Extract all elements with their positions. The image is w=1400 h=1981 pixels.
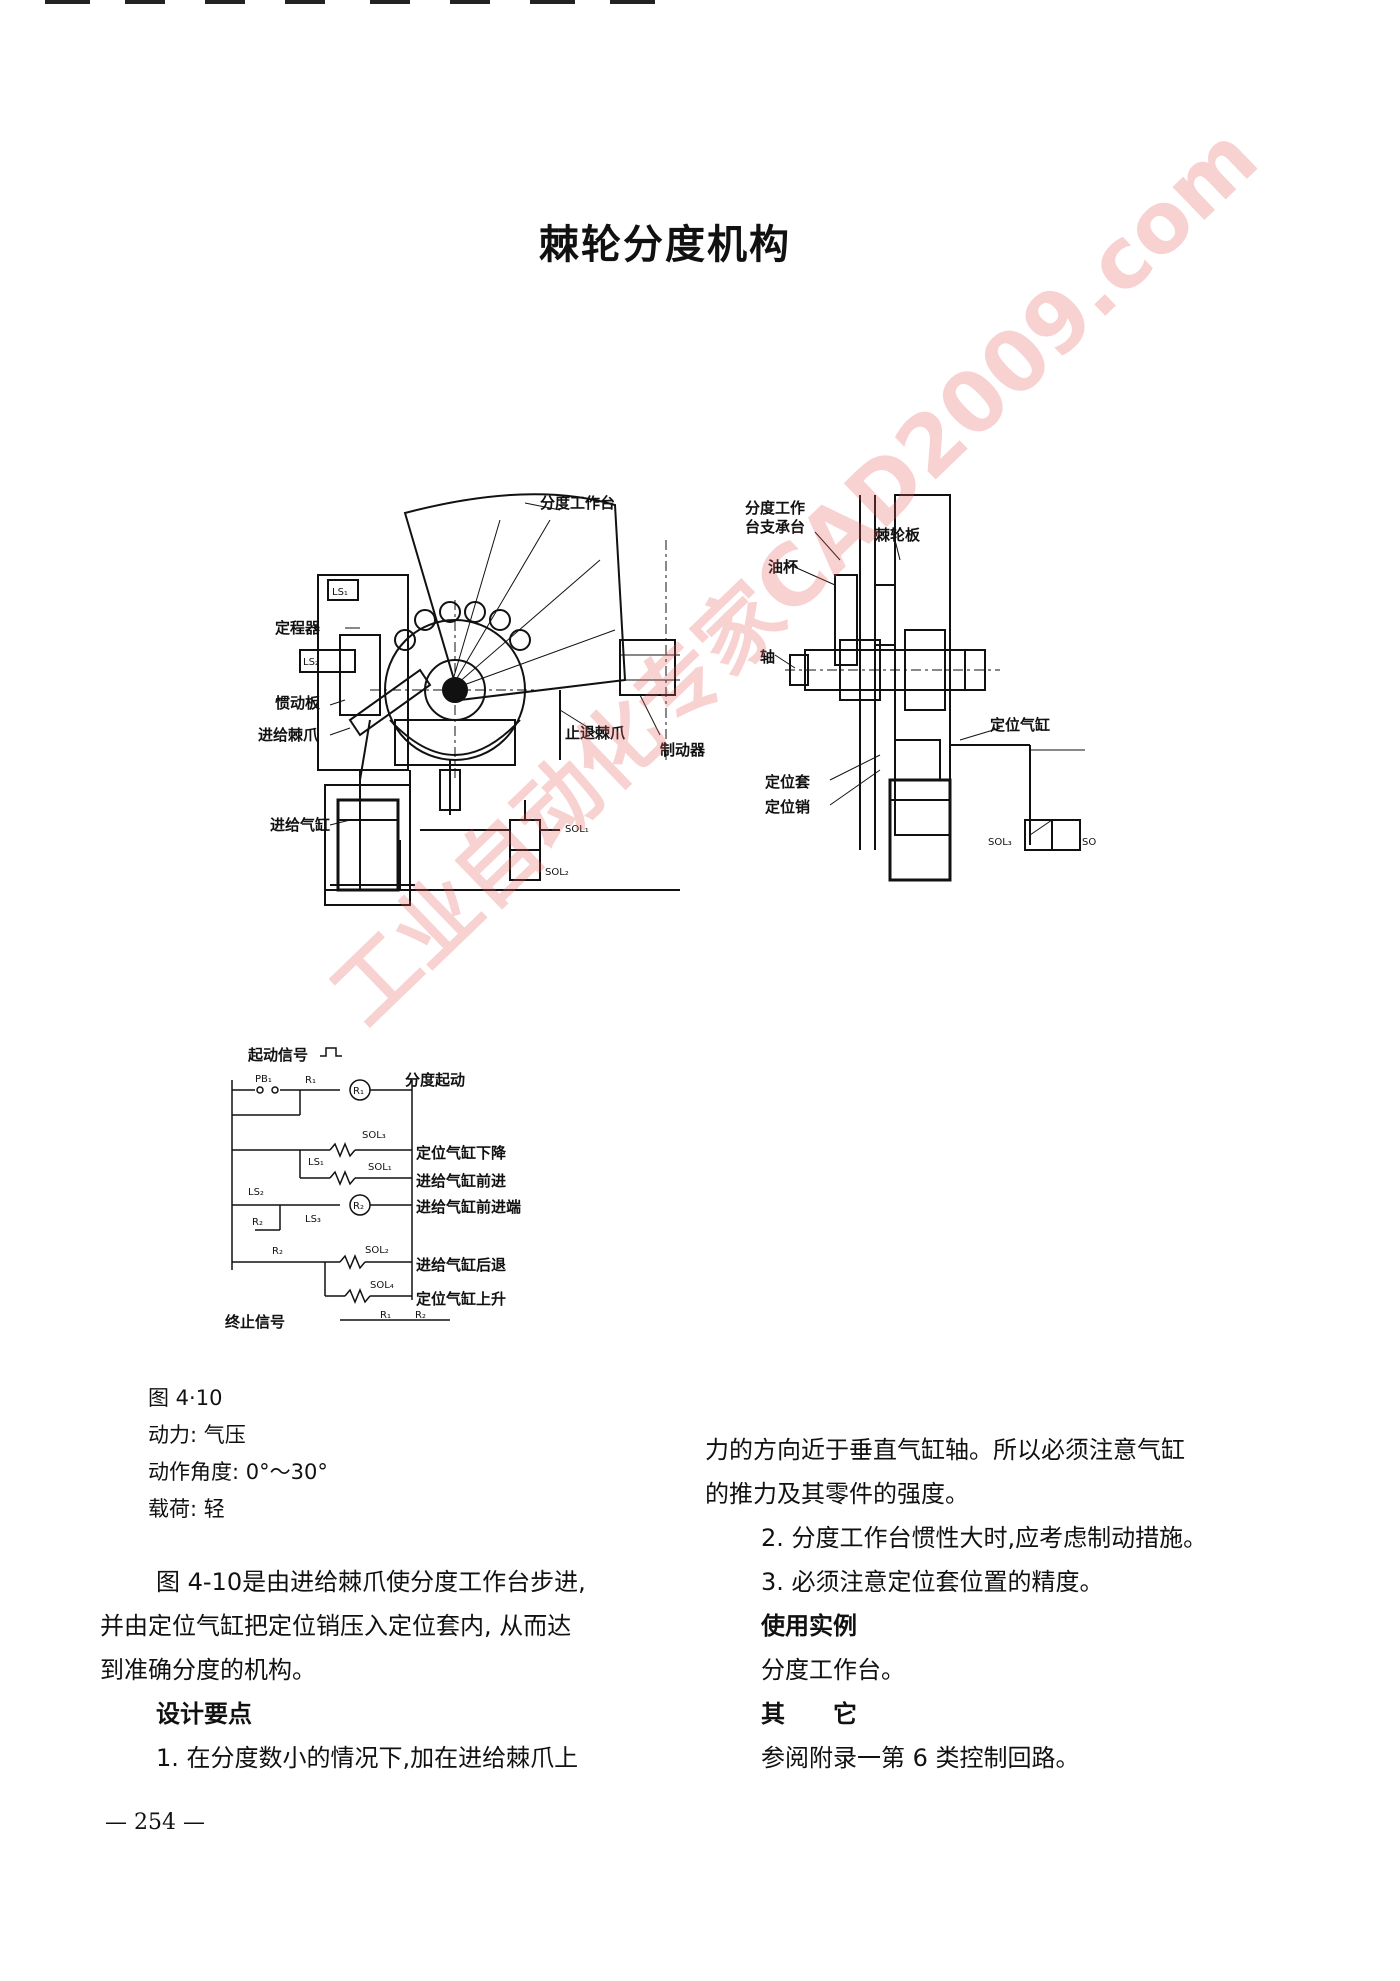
label-sol2: SOL₂ bbox=[545, 867, 569, 878]
figure-caption: 图 4·10 动力: 气压 动作角度: 0°～30° 载荷: 轻 bbox=[148, 1380, 328, 1528]
circuit-feed-retract: 进给气缸后退 bbox=[416, 1256, 506, 1274]
label-inertia-plate: 惯动板 bbox=[275, 694, 321, 712]
circuit-feed-forward: 进给气缸前进 bbox=[416, 1172, 506, 1190]
circuit-ls3: LS₃ bbox=[305, 1214, 321, 1225]
label-ls1: LS₁ bbox=[332, 587, 348, 598]
circuit-r2-coil: R₂ bbox=[353, 1201, 364, 1212]
side-view-drawing bbox=[774, 494, 1085, 882]
paragraph-line: 的推力及其零件的强度。 bbox=[705, 1480, 969, 1508]
label-ratchet-plate: 棘轮板 bbox=[875, 526, 921, 544]
page-title: 棘轮分度机构 bbox=[539, 222, 791, 268]
circuit-index-start: 分度起动 bbox=[405, 1071, 465, 1089]
paragraph-line: 并由定位气缸把定位销压入定位套内, 从而达 bbox=[100, 1612, 572, 1640]
label-locating-sleeve: 定位套 bbox=[765, 773, 811, 791]
label-feed-pawl: 进给棘爪 bbox=[258, 726, 319, 744]
label-support-1: 分度工作 bbox=[745, 499, 805, 517]
label-feed-cylinder: 进给气缸 bbox=[270, 816, 330, 834]
section-heading: 设计要点 bbox=[156, 1700, 252, 1728]
label-shaft: 轴 bbox=[760, 648, 775, 666]
circuit-h2: R₂ bbox=[415, 1310, 426, 1321]
edge-dash bbox=[370, 0, 410, 4]
control-circuit-diagram bbox=[231, 1047, 450, 1321]
label-sol3: SOL₃ bbox=[988, 837, 1012, 848]
edge-dash bbox=[610, 0, 655, 4]
label-positioner: 定程器 bbox=[275, 619, 321, 637]
left-column: 图 4-10是由进给棘爪使分度工作台步进, 并由定位气缸把定位销压入定位套内, … bbox=[100, 1560, 586, 1780]
right-column: 力的方向近于垂直气缸轴。所以必须注意气缸 的推力及其零件的强度。 2. 分度工作… bbox=[705, 1428, 1207, 1780]
circuit-r1-coil: R₁ bbox=[353, 1086, 364, 1097]
circuit-raise-locating-cyl: 定位气缸上升 bbox=[416, 1290, 506, 1308]
caption-power: 动力: 气压 bbox=[148, 1423, 246, 1447]
circuit-sol2: SOL₂ bbox=[365, 1245, 389, 1256]
front-view-drawing bbox=[299, 493, 680, 906]
caption-figure: 图 4·10 bbox=[148, 1386, 223, 1410]
caption-load: 载荷: 轻 bbox=[148, 1497, 225, 1521]
circuit-ls2: LS₂ bbox=[248, 1187, 264, 1198]
paragraph-line: 分度工作台。 bbox=[761, 1656, 905, 1684]
label-brake: 制动器 bbox=[660, 741, 706, 759]
section-heading: 使用实例 bbox=[761, 1612, 857, 1640]
edge-dash bbox=[285, 0, 325, 4]
circuit-sol1: SOL₁ bbox=[368, 1162, 392, 1173]
label-sol4: SO bbox=[1082, 837, 1096, 848]
label-index-table: 分度工作台 bbox=[540, 494, 615, 512]
section-heading: 其 它 bbox=[761, 1700, 857, 1728]
paragraph-line: 图 4-10是由进给棘爪使分度工作台步进, bbox=[156, 1568, 586, 1596]
label-ls2: LS₂ bbox=[303, 657, 319, 668]
paragraph-line: 参阅附录一第 6 类控制回路。 bbox=[761, 1744, 1080, 1772]
circuit-r1: R₁ bbox=[305, 1075, 316, 1086]
circuit-ls1: LS₁ bbox=[308, 1157, 324, 1168]
paragraph-line: 到准确分度的机构。 bbox=[100, 1656, 316, 1684]
circuit-end-signal: 终止信号 bbox=[225, 1313, 285, 1331]
label-locating-cylinder: 定位气缸 bbox=[990, 716, 1050, 734]
circuit-lower-locating-cyl: 定位气缸下降 bbox=[416, 1144, 507, 1162]
page-number: — 254 — bbox=[105, 1810, 205, 1835]
circuit-sol3: SOL₃ bbox=[362, 1130, 386, 1141]
circuit-sol4: SOL₄ bbox=[370, 1280, 394, 1291]
label-stop-pawl: 止退棘爪 bbox=[565, 724, 626, 742]
label-oil-cup: 油杯 bbox=[768, 558, 799, 576]
label-sol1: SOL₁ bbox=[565, 824, 589, 835]
edge-dash bbox=[205, 0, 245, 4]
paragraph-line: 力的方向近于垂直气缸轴。所以必须注意气缸 bbox=[705, 1436, 1185, 1464]
edge-dash bbox=[450, 0, 490, 4]
label-support-2: 台支承台 bbox=[745, 518, 805, 536]
circuit-pb1: PB₁ bbox=[255, 1074, 272, 1085]
mechanism-figure: 分度工作台 LS₁ 定程器 LS₂ 惯动板 进给棘爪 止退棘爪 制动器 进给气缸… bbox=[225, 493, 1096, 1331]
edge-dash bbox=[530, 0, 575, 4]
circuit-r2b: R₂ bbox=[272, 1246, 283, 1257]
paragraph-line: 2. 分度工作台惯性大时,应考虑制动措施。 bbox=[761, 1524, 1208, 1552]
caption-angle: 动作角度: 0°～30° bbox=[148, 1460, 328, 1484]
circuit-h1: R₁ bbox=[380, 1310, 391, 1321]
edge-dash bbox=[125, 0, 165, 4]
paragraph-line: 3. 必须注意定位套位置的精度。 bbox=[761, 1568, 1104, 1596]
circuit-r2: R₂ bbox=[252, 1217, 263, 1228]
circuit-feed-front-end: 进给气缸前进端 bbox=[416, 1198, 521, 1216]
circuit-start-signal: 起动信号 bbox=[247, 1046, 308, 1064]
paragraph-line: 1. 在分度数小的情况下,加在进给棘爪上 bbox=[156, 1744, 579, 1772]
label-locating-pin: 定位销 bbox=[765, 798, 810, 816]
edge-dash bbox=[45, 0, 90, 4]
